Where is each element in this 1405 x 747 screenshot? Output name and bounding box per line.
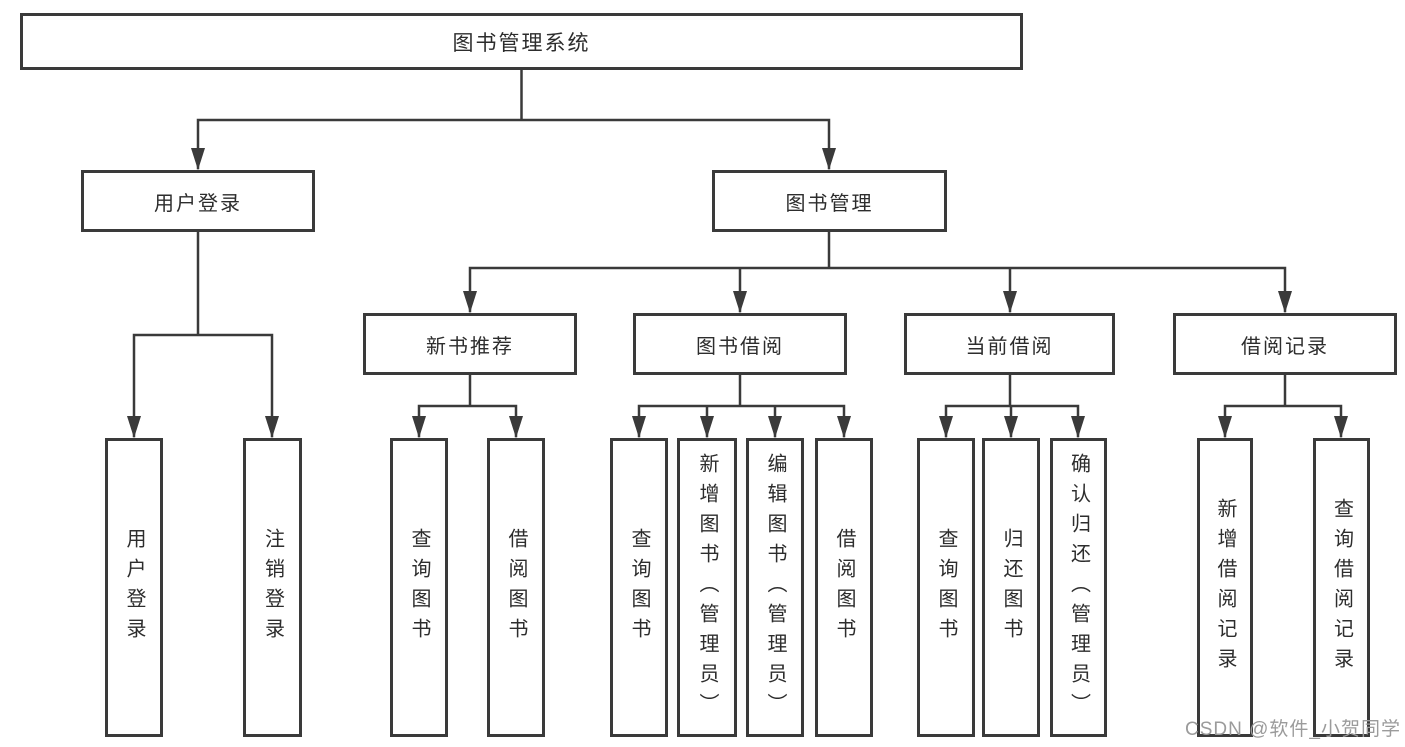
arrowhead [837, 416, 851, 438]
leaf-borrow-books: 借阅图书 [815, 438, 873, 737]
arrowhead [939, 416, 953, 438]
leaf-label: 归还图书 [1000, 527, 1022, 648]
arrowhead [463, 291, 477, 313]
node-new-book-recommend: 新书推荐 [363, 313, 577, 375]
leaf-label: 查询图书 [408, 527, 430, 648]
leaf-label: 查询图书 [935, 527, 957, 648]
arrowhead [1218, 416, 1232, 438]
arrowhead [1071, 416, 1085, 438]
leaf-add-borrow-record: 新增借阅记录 [1197, 438, 1253, 737]
leaf-label: 新增借阅记录 [1214, 497, 1236, 678]
leaf-query-books-recommend: 查询图书 [390, 438, 448, 737]
arrowhead [1004, 416, 1018, 438]
arrowhead [127, 416, 141, 438]
arrowhead [822, 148, 836, 170]
arrowhead [700, 416, 714, 438]
leaf-query-books-borrow: 查询图书 [610, 438, 668, 737]
node-root-system: 图书管理系统 [20, 13, 1023, 70]
leaf-add-book-admin: 新增图书（管理员） [677, 438, 737, 737]
node-user-login: 用户登录 [81, 170, 315, 232]
leaf-user-login: 用户登录 [105, 438, 163, 737]
leaf-borrow-books-recommend: 借阅图书 [487, 438, 545, 737]
arrowhead [412, 416, 426, 438]
leaf-label: 查询图书 [628, 527, 650, 648]
arrowhead [1334, 416, 1348, 438]
arrowhead [1278, 291, 1292, 313]
arrowhead [768, 416, 782, 438]
node-book-borrow: 图书借阅 [633, 313, 847, 375]
leaf-return-book: 归还图书 [982, 438, 1040, 737]
leaf-query-borrow-record: 查询借阅记录 [1313, 438, 1370, 737]
node-current-borrow: 当前借阅 [904, 313, 1115, 375]
arrowhead [733, 291, 747, 313]
leaf-label: 编辑图书（管理员） [764, 452, 786, 723]
arrowhead [191, 148, 205, 170]
leaf-logout: 注销登录 [243, 438, 302, 737]
leaf-label: 新增图书（管理员） [696, 452, 718, 723]
leaf-query-books-current: 查询图书 [917, 438, 975, 737]
leaf-edit-book-admin: 编辑图书（管理员） [746, 438, 804, 737]
csdn-watermark: CSDN @软件_小贺同学 [1185, 719, 1401, 740]
leaf-label: 查询借阅记录 [1330, 497, 1353, 678]
arrowhead [509, 416, 523, 438]
leaf-label: 确认归还（管理员） [1067, 452, 1090, 723]
leaf-label: 借阅图书 [505, 527, 527, 648]
arrowhead [632, 416, 646, 438]
leaf-label: 注销登录 [261, 527, 284, 648]
node-borrow-records: 借阅记录 [1173, 313, 1397, 375]
leaf-label: 用户登录 [123, 527, 145, 648]
node-book-management: 图书管理 [712, 170, 947, 232]
arrowhead [265, 416, 279, 438]
leaf-confirm-return-admin: 确认归还（管理员） [1050, 438, 1107, 737]
arrowhead [1003, 291, 1017, 313]
leaf-label: 借阅图书 [833, 527, 855, 648]
